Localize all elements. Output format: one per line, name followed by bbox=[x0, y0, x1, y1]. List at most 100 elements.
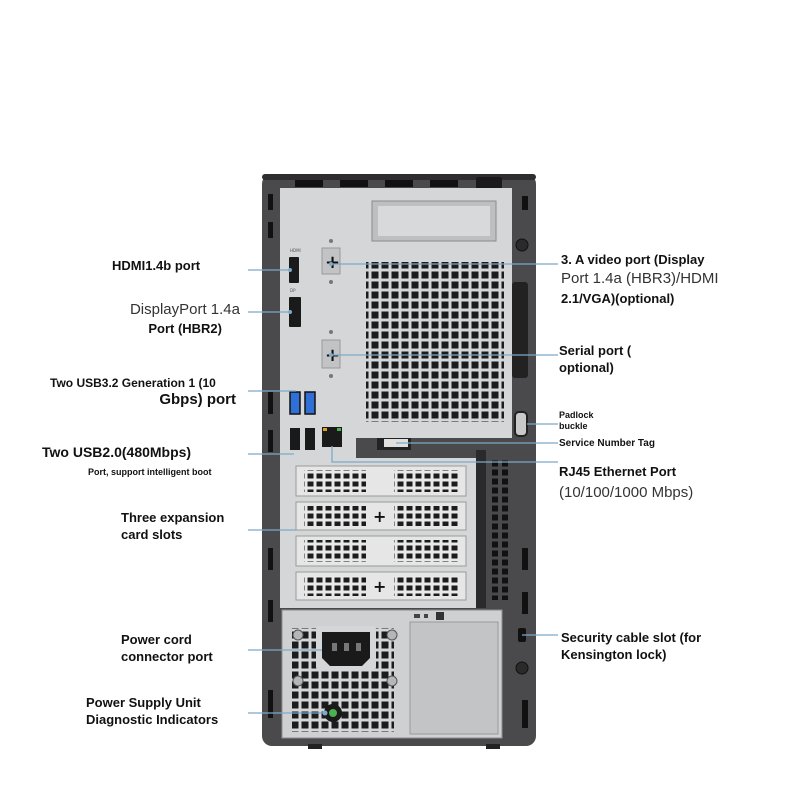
label-video-line1: 3. A video port (Display bbox=[561, 252, 705, 267]
rj45-port bbox=[322, 427, 342, 447]
usb20-port bbox=[290, 428, 300, 450]
leader-dot bbox=[322, 710, 328, 716]
frame-slot bbox=[268, 222, 273, 238]
rj45-led bbox=[323, 428, 327, 431]
fan-vent-grid bbox=[366, 262, 504, 422]
io-panel: HDMI DP + + bbox=[280, 188, 356, 458]
power-supply bbox=[281, 609, 503, 739]
psu-screw bbox=[292, 629, 304, 641]
frame-slot bbox=[268, 690, 273, 718]
label-serial-line2: optional) bbox=[559, 360, 614, 375]
displayport-port bbox=[289, 297, 301, 327]
label-padlock-line1: Padlock bbox=[559, 410, 594, 420]
leader-dot bbox=[329, 262, 333, 266]
label-displayport-line1: DisplayPort 1.4a bbox=[129, 301, 240, 318]
frame-slot bbox=[268, 548, 273, 570]
label-usb32-line1: Two USB3.2 Generation 1 (10 bbox=[50, 376, 216, 390]
thumb-screw bbox=[515, 238, 529, 252]
label-hdmi: HDMI1.4b port bbox=[112, 258, 201, 273]
leader-endpoints bbox=[288, 262, 333, 716]
psu-mark bbox=[436, 612, 444, 620]
top-latch bbox=[476, 177, 502, 189]
label-power-line1: Power cord bbox=[121, 632, 192, 647]
psu-screw bbox=[386, 675, 398, 687]
slot-center bbox=[366, 470, 394, 492]
connector-pin bbox=[332, 643, 337, 651]
label-displayport-line2: Port (HBR2) bbox=[148, 321, 222, 336]
label-rj45-line2: (10/100/1000 Mbps) bbox=[559, 484, 694, 501]
expansion-slot-3 bbox=[295, 535, 467, 567]
plus-mark: + bbox=[325, 252, 340, 273]
label-expansion-line2: card slots bbox=[121, 527, 183, 542]
top-handle-inner bbox=[378, 206, 490, 236]
leader-lines bbox=[248, 263, 558, 714]
knockout-screw bbox=[329, 330, 333, 334]
frame-slot bbox=[268, 194, 273, 210]
usb20-port bbox=[305, 428, 315, 450]
connector-pin bbox=[344, 643, 349, 651]
knockout-screw bbox=[329, 374, 333, 378]
label-security-line1: Security cable slot (for bbox=[561, 630, 702, 645]
label-video-line3: 2.1/VGA)(optional) bbox=[561, 291, 675, 306]
label-rj45-line1: RJ45 Ethernet Port bbox=[559, 464, 677, 479]
case-top-edge bbox=[262, 174, 536, 180]
psu-screw bbox=[386, 629, 398, 641]
port-mark: HDMI bbox=[290, 248, 301, 253]
usb32-port bbox=[304, 391, 316, 415]
plus-mark: + bbox=[373, 507, 386, 526]
leader-rj45 bbox=[331, 446, 558, 463]
leader-dot bbox=[288, 310, 292, 314]
optional-video-knockout bbox=[321, 247, 341, 275]
slot-center bbox=[366, 540, 394, 562]
label-serial-line1: Serial port ( bbox=[559, 343, 632, 358]
knockout-screw bbox=[329, 239, 333, 243]
hdmi-port bbox=[289, 257, 299, 283]
expansion-slot-1 bbox=[295, 465, 467, 497]
frame-slot bbox=[268, 600, 273, 622]
case-foot bbox=[308, 744, 322, 749]
frame-slot bbox=[522, 196, 528, 210]
port-mark: DP bbox=[290, 288, 296, 293]
psu-indicator-light bbox=[329, 709, 337, 717]
label-usb32-line2: Gbps) port bbox=[159, 391, 236, 408]
psu-mark bbox=[424, 614, 428, 618]
psu-raised-panel bbox=[409, 621, 499, 735]
side-bracket bbox=[512, 282, 528, 378]
label-service-tag: Service Number Tag bbox=[559, 438, 655, 449]
frame-slot bbox=[268, 392, 273, 414]
slot-latch-bar bbox=[476, 450, 486, 608]
slot-center bbox=[366, 576, 394, 596]
leader-dot bbox=[329, 353, 333, 357]
top-slot bbox=[385, 180, 413, 187]
label-power-line2: connector port bbox=[121, 649, 213, 664]
leader-dot bbox=[288, 268, 292, 272]
connector-pin bbox=[356, 643, 361, 651]
top-slot bbox=[430, 180, 458, 187]
label-security-line2: Kensington lock) bbox=[561, 647, 667, 662]
frame-slot bbox=[522, 592, 528, 614]
case-foot bbox=[486, 744, 500, 749]
psu-mark bbox=[414, 614, 420, 618]
label-video-line2: Port 1.4a (HBR3)/HDMI bbox=[561, 270, 719, 287]
label-psu-line1: Power Supply Unit bbox=[86, 695, 201, 710]
frame-slot bbox=[522, 700, 528, 728]
knockout-screw bbox=[329, 280, 333, 284]
padlock-buckle bbox=[514, 411, 528, 437]
label-psu-line2: Diagnostic Indicators bbox=[86, 712, 219, 727]
usb32-port bbox=[289, 391, 301, 415]
psu-screw bbox=[292, 675, 304, 687]
top-slot bbox=[340, 180, 368, 187]
frame-slot bbox=[268, 430, 273, 452]
frame-slot bbox=[522, 548, 528, 570]
top-slot bbox=[295, 180, 323, 187]
side-vent-grid bbox=[488, 460, 512, 600]
thumb-screw bbox=[515, 661, 529, 675]
expansion-slot-4: + bbox=[295, 571, 467, 601]
label-expansion-line1: Three expansion bbox=[121, 510, 225, 525]
rj45-led bbox=[337, 428, 341, 431]
label-usb20-line1: Two USB2.0(480Mbps) bbox=[42, 444, 192, 460]
expansion-slot-2: + bbox=[295, 501, 467, 531]
label-padlock-line2: buckle bbox=[559, 421, 588, 431]
slot-center bbox=[366, 506, 394, 526]
